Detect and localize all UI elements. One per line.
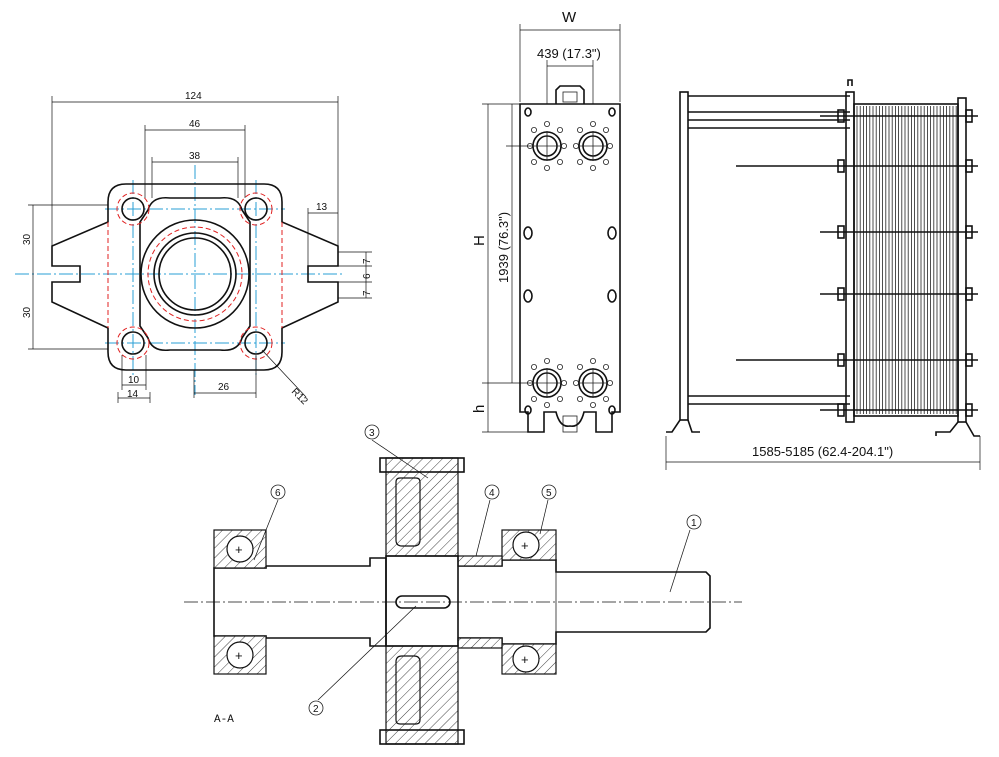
dim-slot-bottom: 7 — [362, 290, 373, 296]
bearing-left: ++ — [213, 529, 267, 675]
callout-4: 4 — [489, 488, 495, 499]
width-label: W — [562, 9, 577, 26]
dim-slot-depth: 13 — [316, 202, 328, 213]
callout-6: 6 — [275, 488, 281, 499]
height-label: H — [471, 235, 488, 246]
dim-slot-mid: 6 — [362, 273, 373, 279]
heat-exchanger-front-view: W 439 (17.3") H h 1939 (76.3") — [471, 9, 621, 433]
spacer-top — [457, 555, 503, 567]
port-top-left — [532, 131, 562, 161]
port-bottom-right — [578, 368, 608, 398]
dim-slot-top: 7 — [362, 258, 373, 264]
height-value-label: 1939 (76.3") — [496, 212, 511, 283]
dim-inner-spacing: 38 — [189, 151, 201, 162]
bearing-right: ++ — [501, 529, 557, 675]
dim-hole-offset: 10 — [128, 375, 140, 386]
dim-overall-width: 124 — [185, 91, 202, 102]
callout-1: 1 — [691, 518, 697, 529]
svg-text:+: + — [521, 652, 529, 667]
section-label: A-A — [214, 714, 234, 726]
length-range-label: 1585-5185 (62.4-204.1") — [752, 444, 893, 459]
callout-3: 3 — [369, 428, 375, 439]
dim-radius: R12 — [289, 386, 310, 407]
dim-spacing-bottom: 26 — [218, 382, 230, 393]
callout-2: 2 — [313, 704, 319, 715]
svg-text:+: + — [521, 538, 529, 553]
dim-hole-offset-outer: 14 — [127, 389, 139, 400]
dim-bolt-spacing: 46 — [189, 119, 201, 130]
flange-drawing: 124 46 38 13 30 30 7 6 7 10 14 — [15, 91, 373, 407]
spacer-bottom — [457, 637, 503, 649]
dim-lower-half: 30 — [22, 306, 33, 318]
callout-5: 5 — [546, 488, 552, 499]
port-bottom-left — [532, 368, 562, 398]
port-spacing-label: 439 (17.3") — [537, 46, 601, 61]
plate-pack — [853, 103, 959, 417]
port-top-right — [578, 131, 608, 161]
heat-exchanger-side-view: 1585-5185 (62.4-204.1") — [665, 79, 981, 470]
shaft-assembly-drawing: ++ ++ — [184, 424, 742, 745]
gear — [379, 457, 465, 745]
svg-text:+: + — [235, 648, 243, 663]
h-label: h — [471, 405, 488, 413]
svg-text:+: + — [235, 542, 243, 557]
dim-upper-half: 30 — [22, 233, 33, 245]
